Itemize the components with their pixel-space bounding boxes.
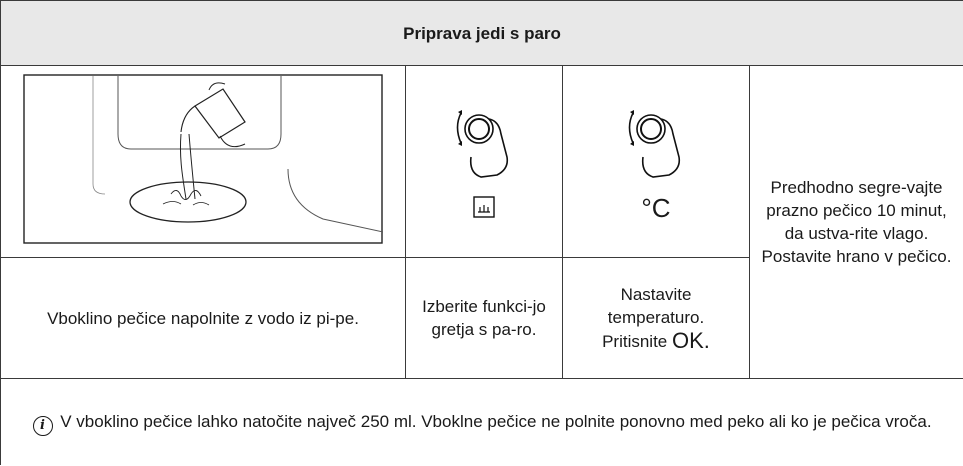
step3-press-line: Pritisnite OK. [577,329,735,353]
info-text: V vboklino pečice lahko natočite največ … [60,411,932,431]
step3-press-label: Pritisnite [602,332,668,351]
ok-button-symbol: OK. [672,328,710,353]
knob-turn-hand-icon [456,110,509,178]
temperature-symbol: °C [641,193,671,223]
water-pour-illustration [23,73,384,244]
step3-text: Nastavite temperaturo. [607,285,705,327]
side-note: Predhodno segre-vajte prazno pečico 10 m… [748,65,963,379]
info-icon: i [32,415,53,436]
table-title: Priprava jedi s paro [0,0,963,66]
step1-illustration-cell [0,65,406,258]
step2-icon-cell [405,65,563,258]
steam-function-icon [473,196,495,218]
step3-icon-cell: °C [562,65,750,258]
step2-text: Izberite funkci-jo gretja s pa-ro. [405,257,563,379]
step3-text-cell: Nastavite temperaturo. Pritisnite OK. [562,257,750,379]
step1-text: Vboklino pečice napolnite z vodo iz pi-p… [0,257,406,379]
info-note: i V vboklino pečice lahko natočite najve… [0,378,963,465]
knob-turn-hand-icon [628,110,681,178]
